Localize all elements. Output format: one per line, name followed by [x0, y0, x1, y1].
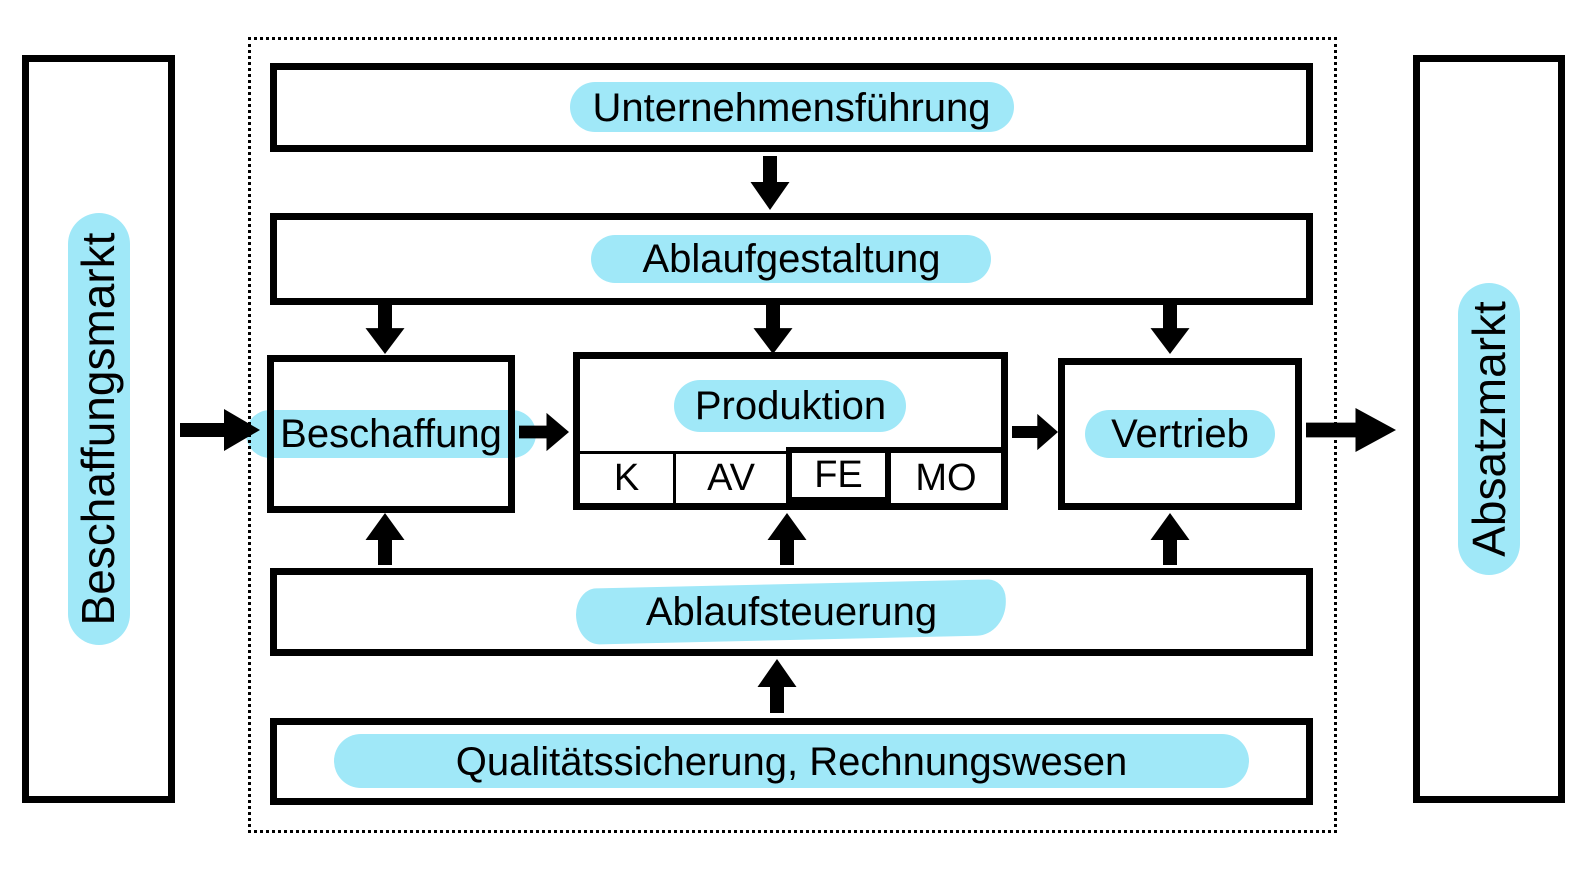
- management-box: Unternehmensführung: [270, 63, 1313, 152]
- production-cell-mo: MO: [891, 447, 1001, 503]
- process-control-label: Ablaufsteuerung: [645, 590, 938, 634]
- production-label-area: Produktion: [580, 359, 1001, 453]
- management-label: Unternehmensführung: [592, 85, 991, 130]
- arrow-up-support-to-control-icon: [757, 659, 797, 713]
- production-cell-fe: FE: [786, 447, 891, 503]
- sales-label: Vertrieb: [1111, 412, 1249, 456]
- arrow-right-production-to-sales-icon: [1012, 413, 1058, 451]
- arrow-right-sales-to-market-icon: [1306, 407, 1396, 453]
- production-cell-av: AV: [676, 451, 786, 503]
- production-cell-k: K: [580, 451, 676, 503]
- procurement-label: Beschaffung: [280, 412, 502, 456]
- procurement-box: Beschaffung: [267, 355, 515, 513]
- arrow-up-control-to-sales-icon: [1150, 513, 1190, 565]
- sales-market-label: Absatzmarkt: [1463, 301, 1515, 557]
- process-control-box: Ablaufsteuerung: [270, 568, 1313, 656]
- support-box: Qualitätssicherung, Rechnungswesen: [270, 718, 1313, 805]
- production-box: Produktion K AV FE MO: [573, 352, 1008, 510]
- arrow-up-control-to-procurement-icon: [365, 513, 405, 565]
- support-label: Qualitätssicherung, Rechnungswesen: [455, 739, 1128, 784]
- arrow-down-design-to-production-icon: [753, 304, 793, 354]
- arrow-down-management-to-design-icon: [750, 156, 790, 210]
- arrow-down-design-to-sales-icon: [1150, 304, 1190, 354]
- process-design-label: Ablaufgestaltung: [642, 237, 941, 281]
- production-label: Produktion: [694, 384, 887, 428]
- arrow-right-market-to-procurement-icon: [180, 408, 260, 452]
- arrow-down-design-to-procurement-icon: [365, 304, 405, 354]
- arrow-up-control-to-production-icon: [767, 513, 807, 565]
- sales-box: Vertrieb: [1058, 358, 1302, 510]
- procurement-market-label: Beschaffungsmarkt: [72, 232, 124, 626]
- process-design-box: Ablaufgestaltung: [270, 213, 1313, 305]
- procurement-market-box: [22, 55, 175, 803]
- production-cells-row: K AV FE MO: [580, 447, 1001, 503]
- arrow-right-procurement-to-production-icon: [519, 412, 569, 452]
